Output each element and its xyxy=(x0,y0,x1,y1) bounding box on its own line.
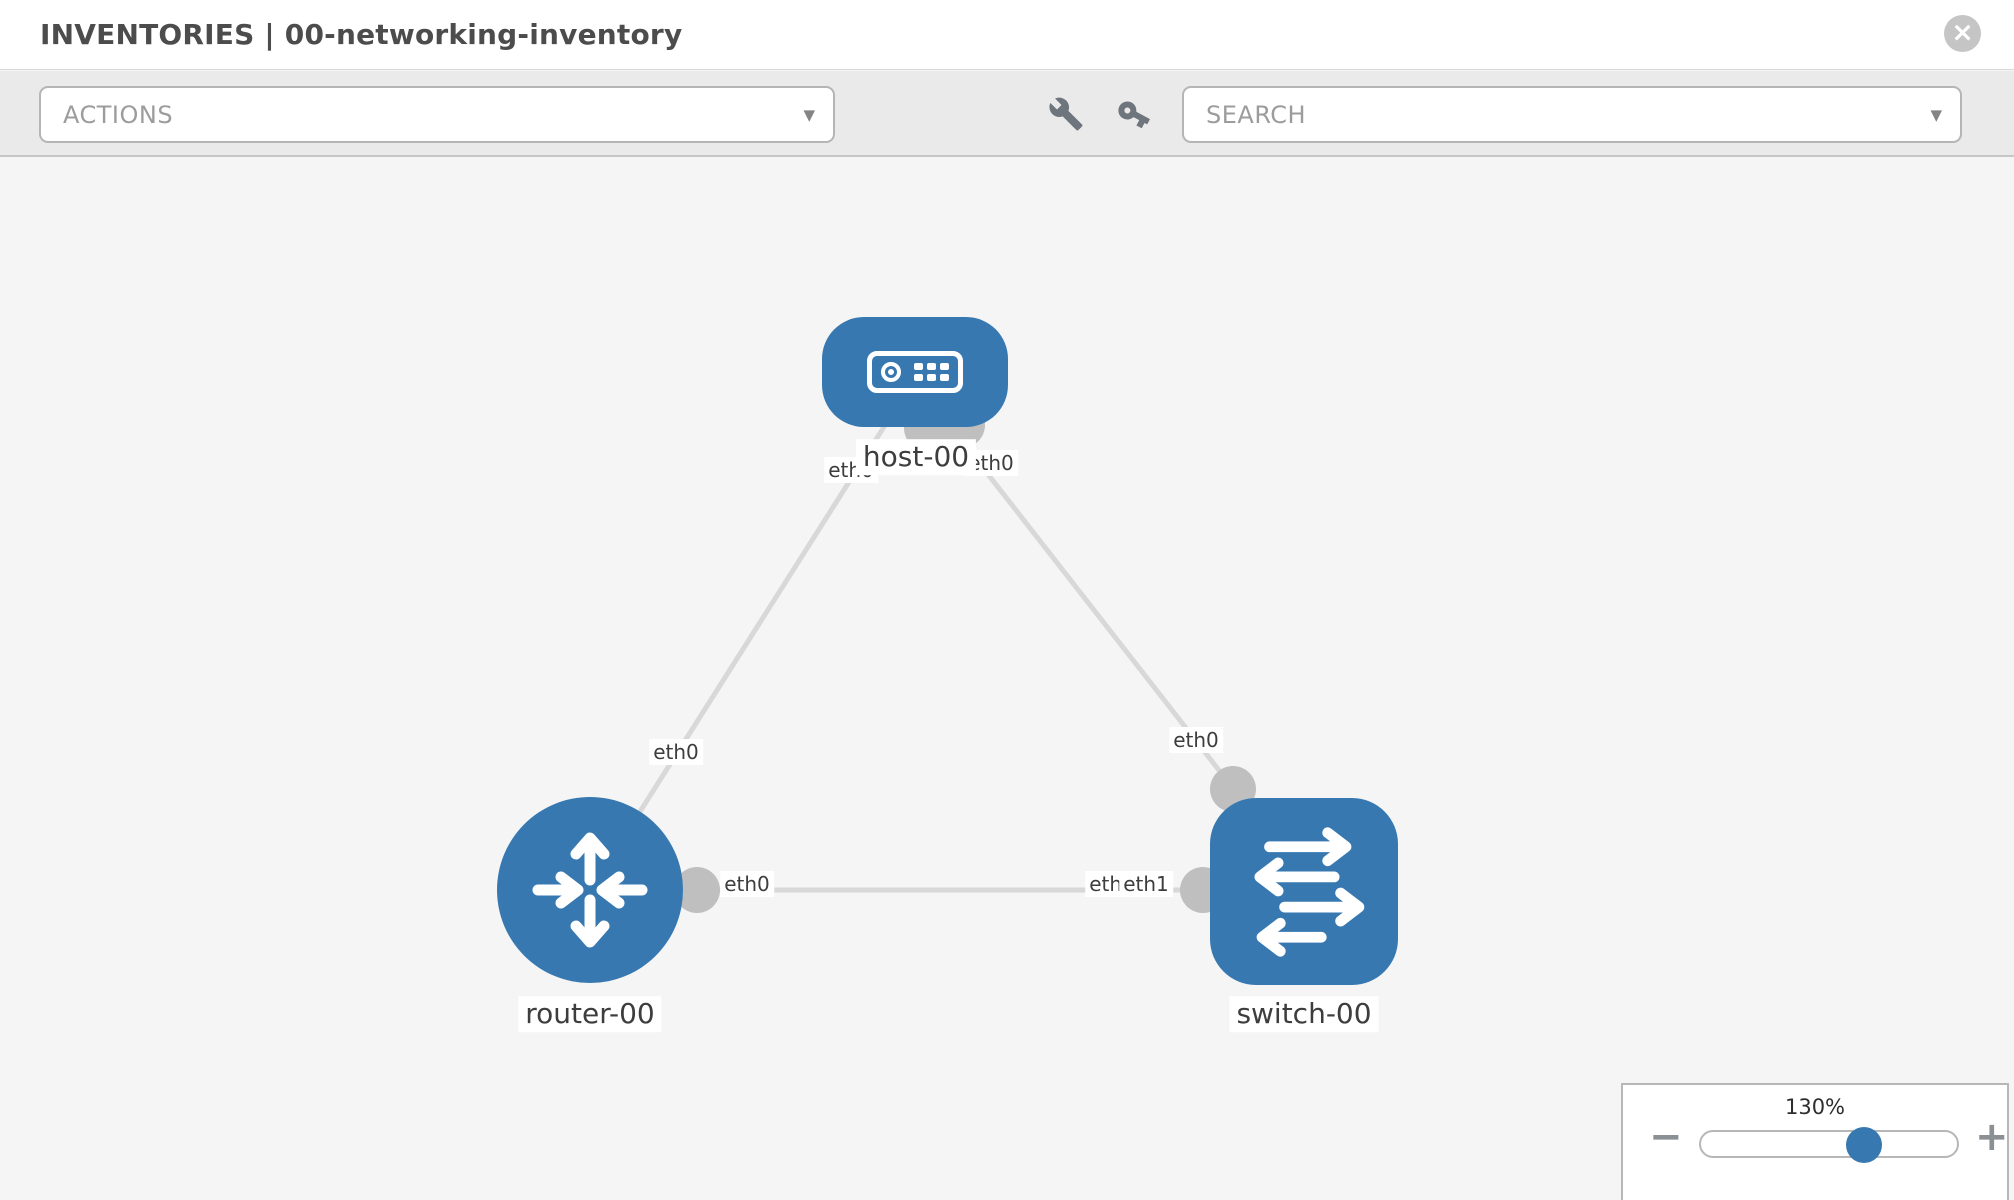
toolbar: ACTIONS ▼ SEARCH ▼ xyxy=(0,71,2014,157)
chevron-down-icon: ▼ xyxy=(1930,105,1942,124)
router-arrows-icon xyxy=(532,832,648,948)
credentials-button[interactable] xyxy=(1112,92,1156,136)
node-label-host: host-00 xyxy=(855,439,977,475)
interface-label: eth0 xyxy=(1169,727,1223,753)
actions-dropdown[interactable]: ACTIONS ▼ xyxy=(39,86,835,143)
close-icon: × xyxy=(1951,17,1974,48)
server-icon xyxy=(867,351,963,393)
interface-label: eth0 xyxy=(720,871,774,897)
interface-label: eth1 xyxy=(1119,871,1173,897)
zoom-slider-track[interactable] xyxy=(1699,1127,1959,1163)
actions-dropdown-label: ACTIONS xyxy=(63,100,174,129)
node-switch-00[interactable] xyxy=(1210,798,1398,985)
zoom-value: 130% xyxy=(1784,1095,1846,1119)
zoom-slider-thumb[interactable] xyxy=(1846,1127,1882,1163)
link-endpoint[interactable] xyxy=(674,867,720,913)
node-router-00[interactable] xyxy=(497,797,683,983)
page-title: INVENTORIES | 00-networking-inventory xyxy=(40,18,683,51)
close-button[interactable]: × xyxy=(1944,15,1981,52)
zoom-out-button[interactable]: − xyxy=(1649,1114,1683,1160)
wrench-icon xyxy=(1049,97,1083,131)
search-dropdown[interactable]: SEARCH ▼ xyxy=(1182,86,1962,143)
chevron-down-icon: ▼ xyxy=(803,105,815,124)
key-icon xyxy=(1118,101,1150,129)
zoom-in-button[interactable]: + xyxy=(1975,1114,2009,1160)
search-dropdown-label: SEARCH xyxy=(1206,100,1307,129)
node-label-router: router-00 xyxy=(518,996,662,1032)
link-layer xyxy=(619,387,1256,913)
zoom-panel: 130% − + xyxy=(1621,1083,2009,1200)
switch-arrows-icon xyxy=(1254,826,1365,957)
node-label-switch: switch-00 xyxy=(1229,996,1379,1032)
node-host-00[interactable] xyxy=(822,317,1008,427)
topology-canvas[interactable]: host-00 router-00 switch-00 eth0 eth0 eth0… xyxy=(0,157,2014,1200)
tools-button[interactable] xyxy=(1044,92,1088,136)
interface-label: eth0 xyxy=(649,739,703,765)
header-bar: INVENTORIES | 00-networking-inventory × xyxy=(0,0,2014,70)
